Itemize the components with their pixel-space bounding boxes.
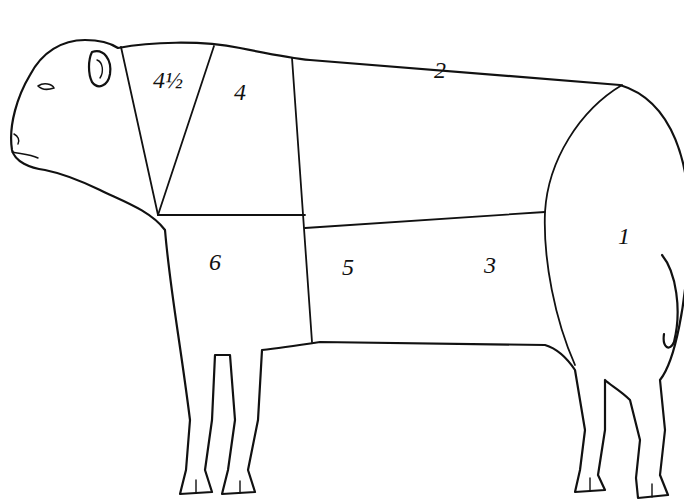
callout-number: 6 xyxy=(209,250,221,274)
sheep-mouth xyxy=(12,152,38,158)
callout-number: 4 xyxy=(234,80,246,104)
sheep-eye xyxy=(38,84,54,89)
sheep-tail xyxy=(662,255,678,348)
sheep-ear xyxy=(89,51,110,86)
sheep-outline xyxy=(11,40,684,498)
callout-number: 1 xyxy=(618,224,630,248)
cut-lines xyxy=(121,46,622,365)
callout-number: 5 xyxy=(342,255,354,279)
callout-number: 3 xyxy=(484,253,496,277)
callout-number: 4½ xyxy=(153,68,183,92)
sheep-ear-inner xyxy=(97,60,102,78)
hoof-split xyxy=(196,478,652,497)
sheep-nostril xyxy=(14,134,19,144)
callout-number: 2 xyxy=(434,58,446,82)
